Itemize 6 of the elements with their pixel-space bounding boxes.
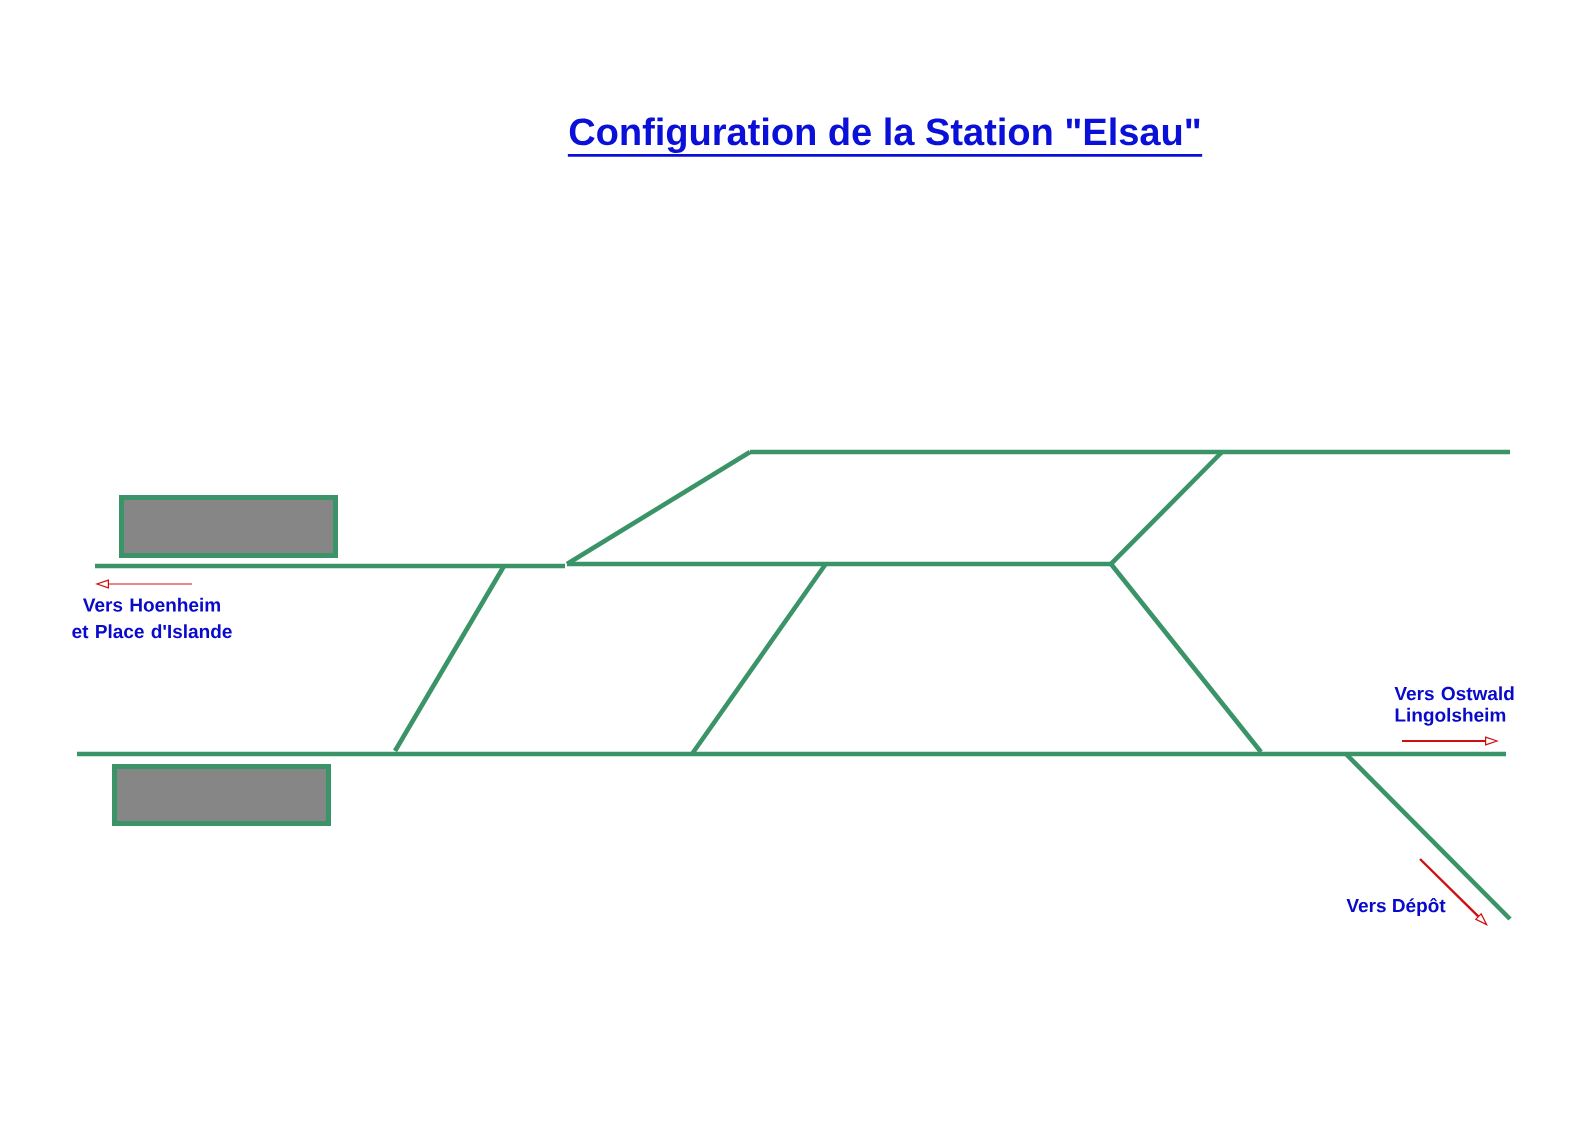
destination-label: Vers Ostwald Lingolsheim bbox=[1394, 686, 1514, 726]
title: Configuration de la Station "Elsau" bbox=[567, 117, 1203, 157]
platform bbox=[112, 764, 331, 826]
platform bbox=[119, 495, 338, 558]
destination-label: Vers Dépôt bbox=[1346, 897, 1446, 917]
destination-label: Vers Hoenheim et Place d'Islande bbox=[72, 597, 232, 639]
